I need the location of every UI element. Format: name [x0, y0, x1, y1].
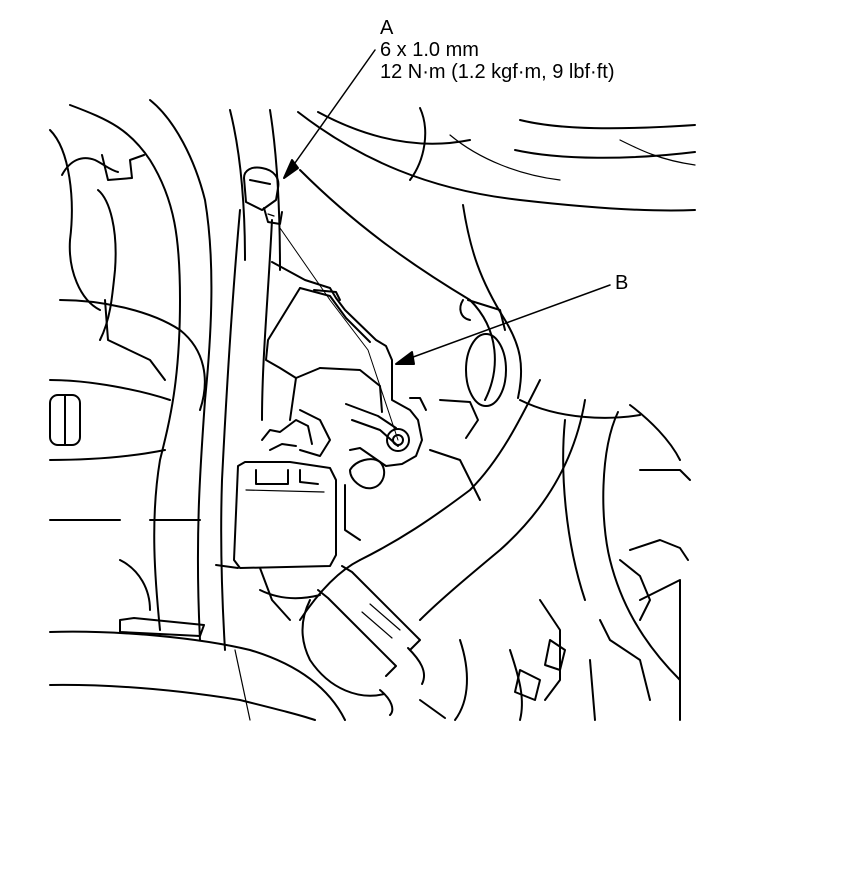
background-engine-parts: [49, 399, 481, 611]
bolt-a-icon: [243, 166, 283, 225]
callout-a-size: 6 x 1.0 mm: [380, 39, 479, 61]
harness-bundle: [59, 209, 273, 651]
callout-a-letter: A: [380, 17, 394, 39]
air-intake-duct: [297, 107, 696, 212]
electrical-connector: [215, 419, 337, 621]
left-coolant-hoses: [49, 99, 281, 641]
callout-a-leader: [279, 49, 399, 441]
callout-b: B: [615, 272, 628, 294]
callout-a: A 6 x 1.0 mm 12 N·m (1.2 kgf·m, 9 lbf·ft…: [380, 17, 615, 83]
callout-b-letter: B: [615, 272, 629, 294]
lower-left-duct: [49, 617, 346, 721]
callout-b-leader: [395, 284, 611, 365]
lower-hose-with-clamp: [299, 379, 586, 716]
right-engine-details: [419, 404, 691, 721]
sensor-bracket-b: [265, 261, 427, 541]
callout-a-torque: 12 N·m (1.2 kgf·m, 9 lbf·ft): [380, 61, 615, 83]
right-radiator-hose: [299, 169, 681, 681]
